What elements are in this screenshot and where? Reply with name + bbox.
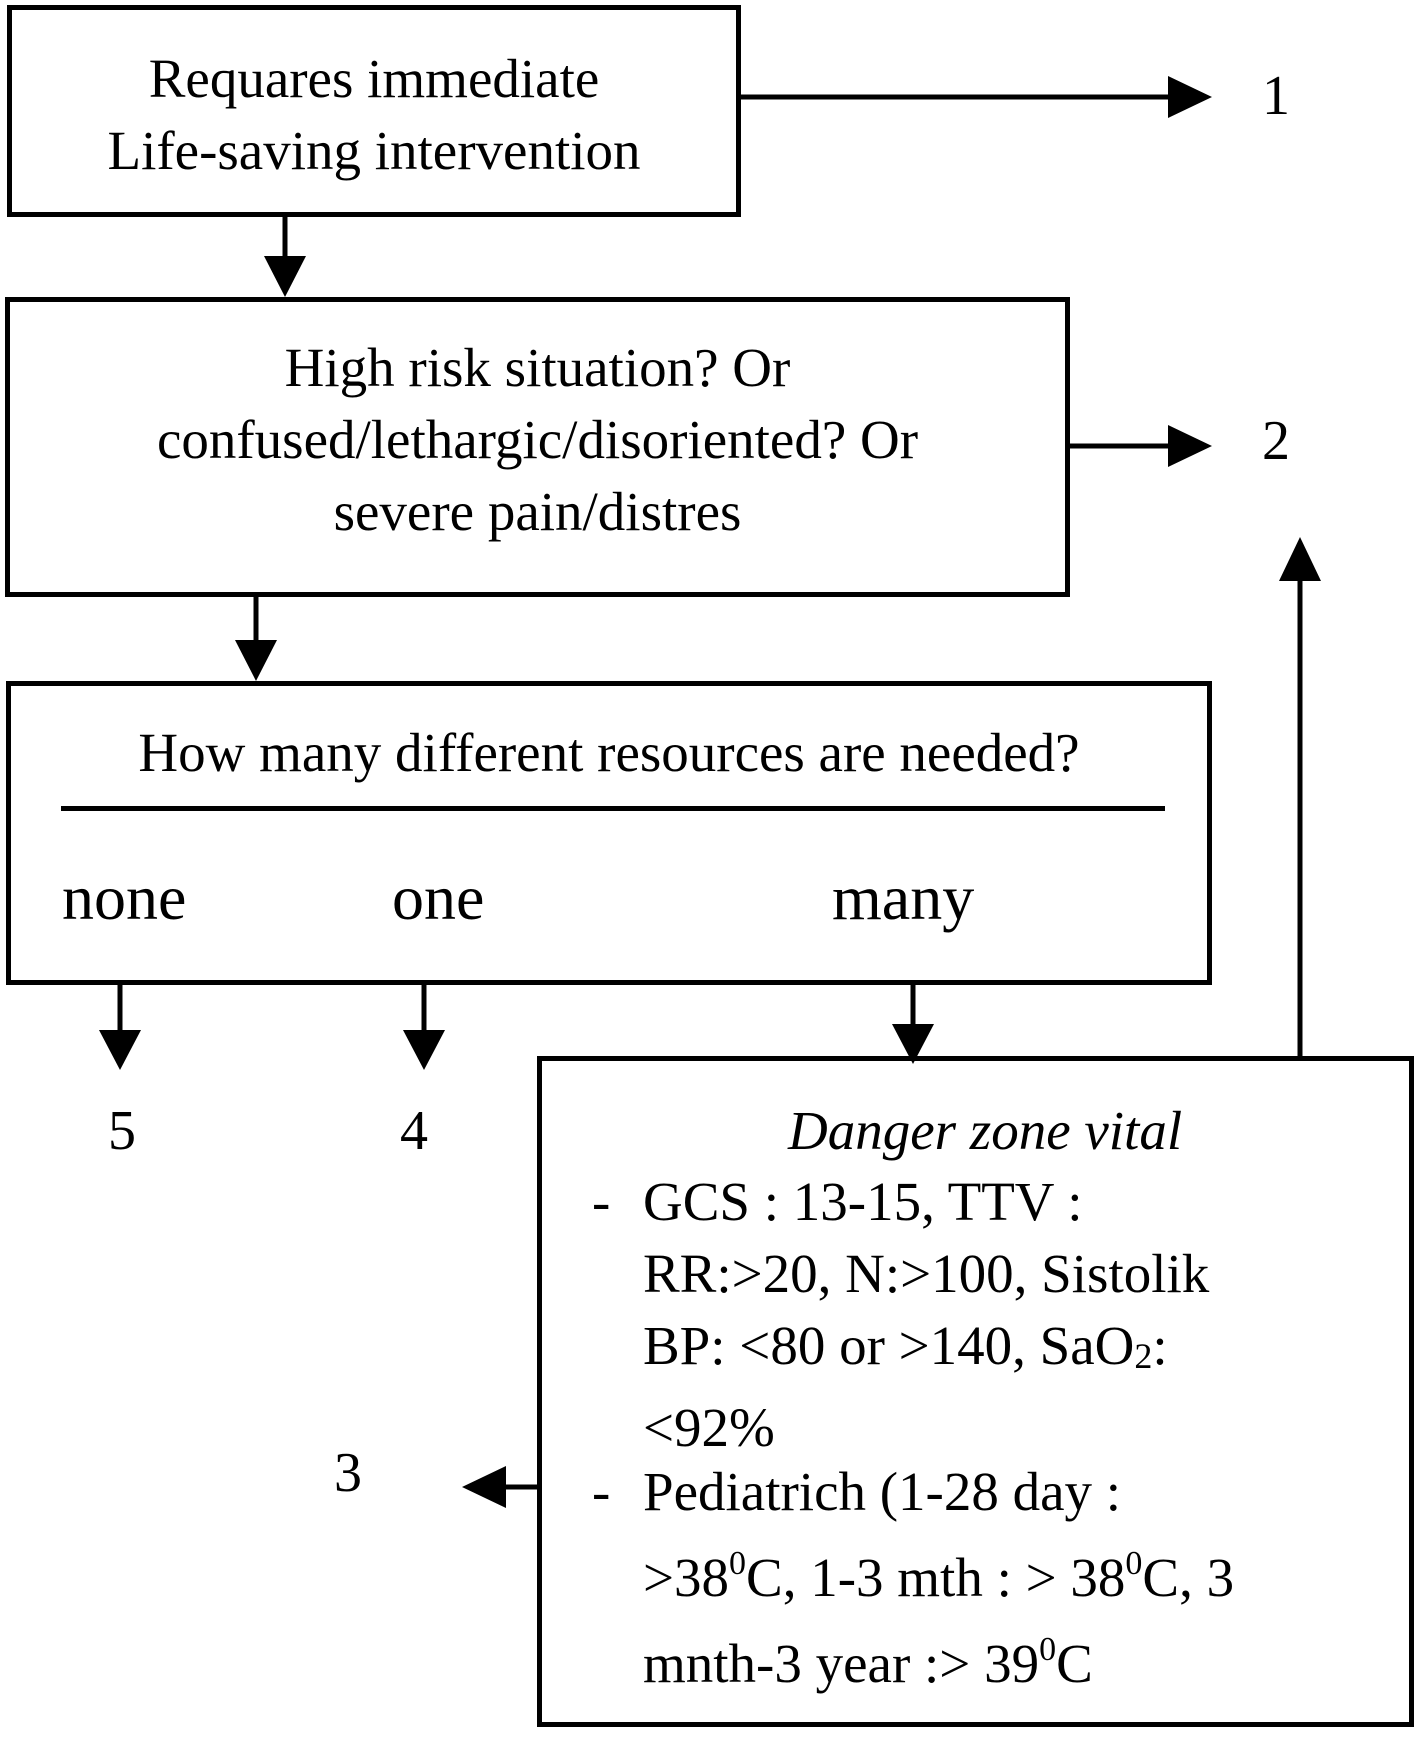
arrowhead-level5 (99, 1030, 141, 1070)
arrowhead-level3 (462, 1466, 506, 1508)
life-saving-line-2: Life-saving intervention (107, 120, 641, 181)
level-1-label: 1 (1262, 65, 1290, 127)
bullet-1-line-3-subscript: 2 (1134, 1336, 1153, 1376)
bullet-2-line-3-b: C (1056, 1633, 1093, 1694)
resources-box: How many different resources are needed?… (6, 681, 1212, 985)
bullet-1-line-4: <92% (643, 1397, 775, 1458)
arrowhead-box2 (264, 256, 306, 297)
high-risk-box: High risk situation? Or confused/letharg… (5, 297, 1070, 597)
option-one: one (392, 862, 485, 933)
bullet-1-line-3-colon: : (1152, 1315, 1168, 1376)
bullet-1-dash: - (592, 1171, 611, 1232)
bullet-1-line-2: RR:>20, N:>100, Sistolik (643, 1243, 1210, 1304)
bullet-2-line-2-a: >38 (643, 1547, 730, 1608)
option-none: none (62, 862, 187, 933)
bullet-2-dash: - (592, 1461, 611, 1522)
bullet-2-line-2-sup-2: 0 (1125, 1545, 1143, 1582)
arrowhead-box3 (235, 640, 277, 681)
resources-question: How many different resources are needed? (138, 722, 1080, 783)
bullet-2-line-2-sup-1: 0 (729, 1545, 747, 1582)
arrowhead-level2 (1168, 425, 1212, 467)
option-many: many (832, 862, 975, 933)
bullet-1-line-3-main: BP: <80 or >140, SaO (643, 1315, 1135, 1376)
level-2-label: 2 (1262, 410, 1290, 472)
bullet-2-text: Pediatrich (1-28 day : >380C, 1-3 mth : … (643, 1456, 1234, 1700)
high-risk-line-1: High risk situation? Or (284, 337, 791, 398)
high-risk-text: High risk situation? Or confused/letharg… (10, 332, 1065, 548)
high-risk-line-2: confused/lethargic/disoriented? Or (156, 409, 919, 470)
level-5-label: 5 (108, 1100, 136, 1162)
level-4-label: 4 (400, 1100, 428, 1162)
bullet-2-line-3-sup: 0 (1039, 1631, 1057, 1668)
resources-divider (61, 806, 1165, 811)
bullet-2-line-2-b: C, 1-3 mth : > 38 (746, 1547, 1126, 1608)
level-3-label: 3 (334, 1442, 362, 1504)
bullet-2-line-1: Pediatrich (1-28 day : (643, 1461, 1122, 1522)
life-saving-line-1: Requares immediate (148, 48, 600, 109)
bullet-1-text: GCS : 13-15, TTV : RR:>20, N:>100, Sisto… (643, 1166, 1209, 1464)
high-risk-line-3: severe pain/distres (333, 481, 742, 542)
life-saving-text: Requares immediate Life-saving intervent… (12, 43, 736, 187)
arrowhead-danger-zone (892, 1024, 934, 1064)
danger-zone-title: Danger zone vital (788, 1100, 1183, 1161)
bullet-2-line-3: mnth-3 year :> 390C (643, 1614, 1234, 1700)
life-saving-box: Requares immediate Life-saving intervent… (7, 5, 741, 217)
bullet-1-line-3: BP: <80 or >140, SaO2: (643, 1310, 1209, 1392)
bullet-2-line-2: >380C, 1-3 mth : > 380C, 3 (643, 1528, 1234, 1614)
arrowhead-level4 (403, 1030, 445, 1070)
danger-zone-box: Danger zone vital - GCS : 13-15, TTV : R… (537, 1056, 1414, 1727)
arrowhead-level2-up (1279, 537, 1321, 581)
bullet-1-line-1: GCS : 13-15, TTV : (643, 1171, 1083, 1232)
bullet-2-line-3-a: mnth-3 year :> 39 (643, 1633, 1040, 1694)
bullet-2-line-2-c: C, 3 (1142, 1547, 1235, 1608)
arrowhead-level1 (1168, 76, 1212, 118)
